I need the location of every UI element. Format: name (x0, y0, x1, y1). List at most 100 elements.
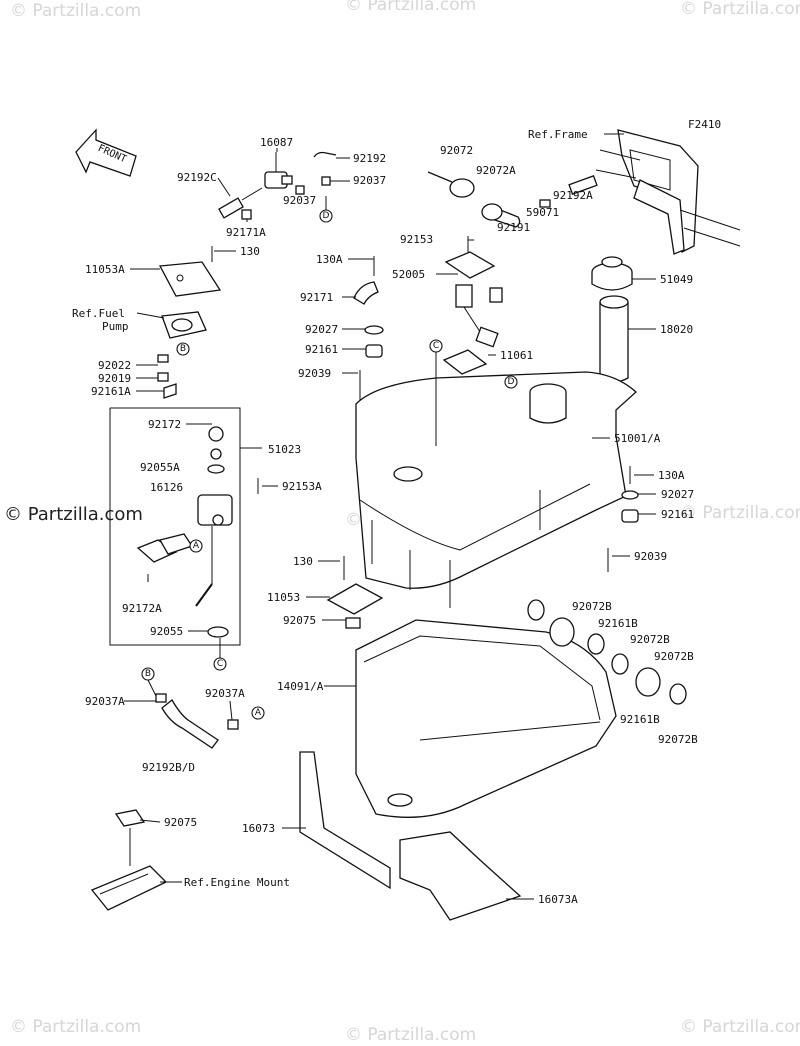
label-92037: 92037 (353, 174, 386, 187)
label-92153a: 92153A (282, 480, 322, 493)
label-92153: 92153 (400, 233, 433, 246)
callout-b-bottom: B (141, 667, 157, 697)
callout-a-bottom: A (251, 706, 265, 720)
label-92072b-2: 92072B (630, 633, 670, 646)
bracket-11053a-icon (158, 246, 222, 297)
callout-b-left: B (176, 342, 190, 356)
callout-d-tank: D (504, 375, 518, 389)
svg-text:A: A (193, 541, 200, 551)
watermark-faint: © Partzilla.com (10, 1017, 141, 1037)
label-92192: 92192 (353, 152, 386, 165)
label-51049: 51049 (660, 273, 693, 286)
watermark-faint: © Partzilla.com (345, 0, 476, 15)
tank-tray-14091a-icon (355, 619, 617, 818)
label-92161b-2: 92161B (620, 713, 660, 726)
svg-text:C: C (433, 341, 439, 351)
clamp-92171a-icon (241, 209, 252, 220)
frame-bracket-icon (595, 129, 741, 255)
label-92039-top: 92039 (298, 367, 331, 380)
label-92027-top: 92027 (305, 323, 338, 336)
svg-text:D: D (323, 211, 330, 221)
label-18020: 18020 (660, 323, 693, 336)
label-92192c: 92192C (177, 171, 217, 184)
label-92161-right: 92161 (661, 508, 694, 521)
watermark-faint: © Partzilla.com (345, 1025, 476, 1045)
svg-text:D: D (508, 377, 515, 387)
label-59071: 59071 (526, 206, 559, 219)
label-92019: 92019 (98, 372, 131, 385)
label-92161-top: 92161 (305, 343, 338, 356)
petcock-assembly-51023-box (109, 407, 262, 646)
fitting-92192c-icon (218, 187, 263, 219)
svg-text:C: C (217, 659, 223, 669)
hose-92192bd-icon (155, 693, 239, 749)
label-92037a-1: 92037A (85, 695, 125, 708)
label-130a-top: 130A (316, 253, 343, 266)
label-92037-b: 92037 (283, 194, 316, 207)
label-92161a: 92161A (91, 385, 131, 398)
label-92072: 92072 (440, 144, 473, 157)
label-92072b-1: 92072B (572, 600, 612, 613)
watermark-faint: © Partzilla.com (10, 1, 141, 21)
bolt-group-right (607, 466, 639, 572)
label-16126: 16126 (150, 481, 183, 494)
fuel-pump-52005-icon (444, 236, 503, 348)
label-51023: 51023 (268, 443, 301, 456)
label-92039-right: 92039 (634, 550, 667, 563)
hose-92192-icon (313, 151, 350, 159)
svg-text:B: B (145, 669, 151, 679)
fuel-cap-51049-icon (591, 256, 633, 291)
label-52005: 52005 (392, 268, 425, 281)
label-92161b-1: 92161B (598, 617, 638, 630)
watermark-main: © Partzilla.com (4, 504, 143, 525)
watermark-faint: © Partzilla.com (680, 0, 800, 19)
hose-92072-icon (427, 171, 521, 228)
label-92022: 92022 (98, 359, 131, 372)
leader-lines (124, 133, 656, 900)
callout-c-left: C (213, 638, 227, 671)
label-92055a: 92055A (140, 461, 180, 474)
engine-mount-ref-icon (90, 828, 182, 911)
label-92072b-3: 92072B (654, 650, 694, 663)
label-92075-bot: 92075 (164, 816, 197, 829)
label-92171: 92171 (300, 291, 333, 304)
label-92072b-4: 92072B (658, 733, 698, 746)
label-130-mid: 130 (293, 555, 313, 568)
svg-text:A: A (255, 708, 262, 718)
label-92027-right: 92027 (661, 488, 694, 501)
label-92037a-2: 92037A (205, 687, 245, 700)
label-92191: 92191 (497, 221, 530, 234)
label-92075-mid: 92075 (283, 614, 316, 627)
filler-neck-18020-icon (599, 295, 629, 383)
fuel-pump-ref-icon (157, 311, 207, 399)
label-130-top: 130 (240, 245, 260, 258)
label-pump: Pump (102, 320, 129, 333)
fuel-tank-51001a-icon (355, 349, 637, 608)
heat-shield-16073-icon (299, 751, 391, 890)
label-11053a: 11053A (85, 263, 125, 276)
callout-d-top: D (319, 196, 333, 223)
label-92172: 92172 (148, 418, 181, 431)
grommet-group-top (353, 256, 384, 400)
label-11053: 11053 (267, 591, 300, 604)
fitting-92192a-icon (539, 175, 598, 208)
front-arrow-icon: FRONT (75, 128, 137, 177)
label-16087: 16087 (260, 136, 293, 149)
part-labels: 16087 92192 92192C 92037 92037 92171A 92… (72, 128, 698, 906)
label-92192bd: 92192B/D (142, 761, 195, 774)
pad-92075-icon (114, 809, 146, 827)
watermark-faint: © Partzilla.com (680, 503, 800, 523)
label-130a-right: 130A (658, 469, 685, 482)
label-ref-frame: Ref.Frame (528, 128, 588, 141)
label-92072a: 92072A (476, 164, 516, 177)
label-16073a: 16073A (538, 893, 578, 906)
label-ref-fuel: Ref.Fuel (72, 307, 125, 320)
valve-16087-icon (264, 152, 293, 189)
clamp-92037-icon (295, 176, 350, 195)
callout-c-tank: C (429, 339, 443, 446)
bracket-11053-icon (326, 556, 384, 629)
label-92192a: 92192A (553, 189, 593, 202)
heat-shield-16073a-icon (399, 831, 522, 921)
